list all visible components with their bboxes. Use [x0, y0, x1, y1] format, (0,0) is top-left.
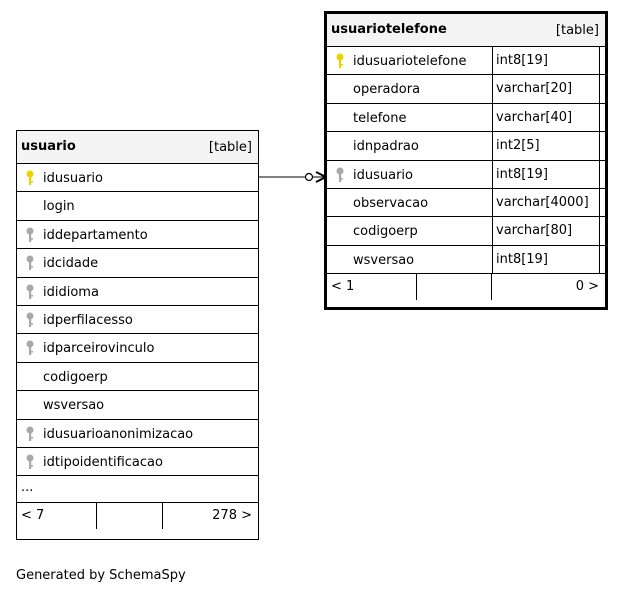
- column-name: wsversao: [43, 398, 105, 414]
- column-name: idcidade: [43, 256, 99, 272]
- column-divider: [599, 47, 600, 75]
- column-row[interactable]: observacao varchar[4000]: [327, 188, 605, 218]
- column-row[interactable]: codigoerp varchar[80]: [327, 217, 605, 246]
- column-name: operadora: [353, 82, 421, 98]
- column-type: varchar[40]: [492, 103, 600, 132]
- table-name: usuario: [21, 139, 76, 154]
- column-row[interactable]: telefone varchar[40]: [327, 103, 605, 133]
- column-row[interactable]: iddepartamento: [17, 221, 258, 250]
- column-name: idusuariotelefone: [353, 54, 467, 69]
- column-name: wsversao: [353, 252, 415, 268]
- table-kind: [table]: [555, 23, 599, 38]
- column-row[interactable]: idcidade: [17, 249, 258, 278]
- column-row[interactable]: idparceirovinculo: [17, 334, 258, 363]
- column-name: idnpadrao: [353, 139, 419, 155]
- column-divider: [599, 103, 600, 132]
- more-columns: ...: [21, 480, 34, 496]
- column-divider: [599, 132, 600, 160]
- column-type: varchar[80]: [492, 217, 600, 245]
- zero-or-many-marker: [304, 172, 314, 182]
- column-row[interactable]: wsversao: [17, 391, 258, 420]
- table-header: usuariotelefone [table]: [327, 14, 605, 47]
- column-row[interactable]: wsversao int8[19]: [327, 245, 605, 275]
- table-kind: [table]: [208, 140, 252, 155]
- footer-divider: [491, 274, 492, 301]
- column-divider: [599, 245, 600, 274]
- column-name: ididioma: [43, 284, 99, 300]
- column-type: int8[19]: [492, 47, 600, 75]
- column-row[interactable]: login: [17, 192, 258, 221]
- more-columns-row: ...: [17, 476, 258, 504]
- column-row[interactable]: idusuario int8[19]: [327, 160, 605, 189]
- column-name: idusuario: [43, 171, 103, 186]
- column-name: idusuarioanonimizacao: [43, 426, 194, 442]
- column-row[interactable]: idusuario: [17, 164, 258, 193]
- table-name: usuariotelefone: [331, 22, 447, 37]
- column-row[interactable]: ididioma: [17, 278, 258, 306]
- children-count[interactable]: 278 >: [212, 508, 252, 524]
- column-row[interactable]: operadora varchar[20]: [327, 75, 605, 104]
- column-name: idparceirovinculo: [43, 341, 155, 357]
- column-type: int2[5]: [492, 132, 600, 160]
- column-type: int8[19]: [492, 245, 600, 274]
- table-footer: < 1 0 >: [327, 274, 605, 301]
- usuario-table[interactable]: usuario [table] idusuario login iddepartam…: [16, 130, 259, 540]
- usuariotelefone-table[interactable]: usuariotelefone [table] idusuariotelefon…: [324, 11, 608, 310]
- parents-count[interactable]: < 7: [21, 508, 45, 524]
- column-row[interactable]: idusuarioanonimizacao: [17, 420, 258, 448]
- footer-divider: [96, 503, 97, 530]
- parents-count[interactable]: < 1: [331, 279, 355, 295]
- column-name: codigoerp: [43, 369, 108, 385]
- column-name: codigoerp: [353, 224, 418, 240]
- footer-divider: [162, 503, 163, 530]
- column-divider: [599, 217, 600, 245]
- column-divider: [599, 75, 600, 103]
- table-footer: < 7 278 >: [17, 503, 258, 530]
- column-row[interactable]: idusuariotelefone int8[19]: [327, 47, 605, 76]
- credit-text: Generated by SchemaSpy: [16, 568, 186, 583]
- column-name: iddepartamento: [43, 227, 148, 243]
- column-name: idusuario: [353, 167, 413, 183]
- column-row[interactable]: codigoerp: [17, 363, 258, 392]
- column-divider: [599, 188, 600, 217]
- column-name: idperfilacesso: [43, 312, 133, 328]
- column-row[interactable]: idperfilacesso: [17, 306, 258, 335]
- column-name: telefone: [353, 110, 407, 126]
- column-name: login: [43, 199, 75, 215]
- column-name: idtipoidentificacao: [43, 454, 163, 470]
- table-header: usuario [table]: [17, 131, 258, 164]
- column-type: varchar[20]: [492, 75, 600, 103]
- column-type: int8[19]: [492, 160, 600, 188]
- footer-divider: [416, 274, 417, 301]
- column-row[interactable]: idnpadrao int2[5]: [327, 132, 605, 161]
- column-type: varchar[4000]: [492, 188, 600, 217]
- column-row[interactable]: idtipoidentificacao: [17, 448, 258, 477]
- column-name: observacao: [353, 195, 429, 211]
- column-divider: [599, 160, 600, 188]
- children-count[interactable]: 0 >: [575, 279, 599, 295]
